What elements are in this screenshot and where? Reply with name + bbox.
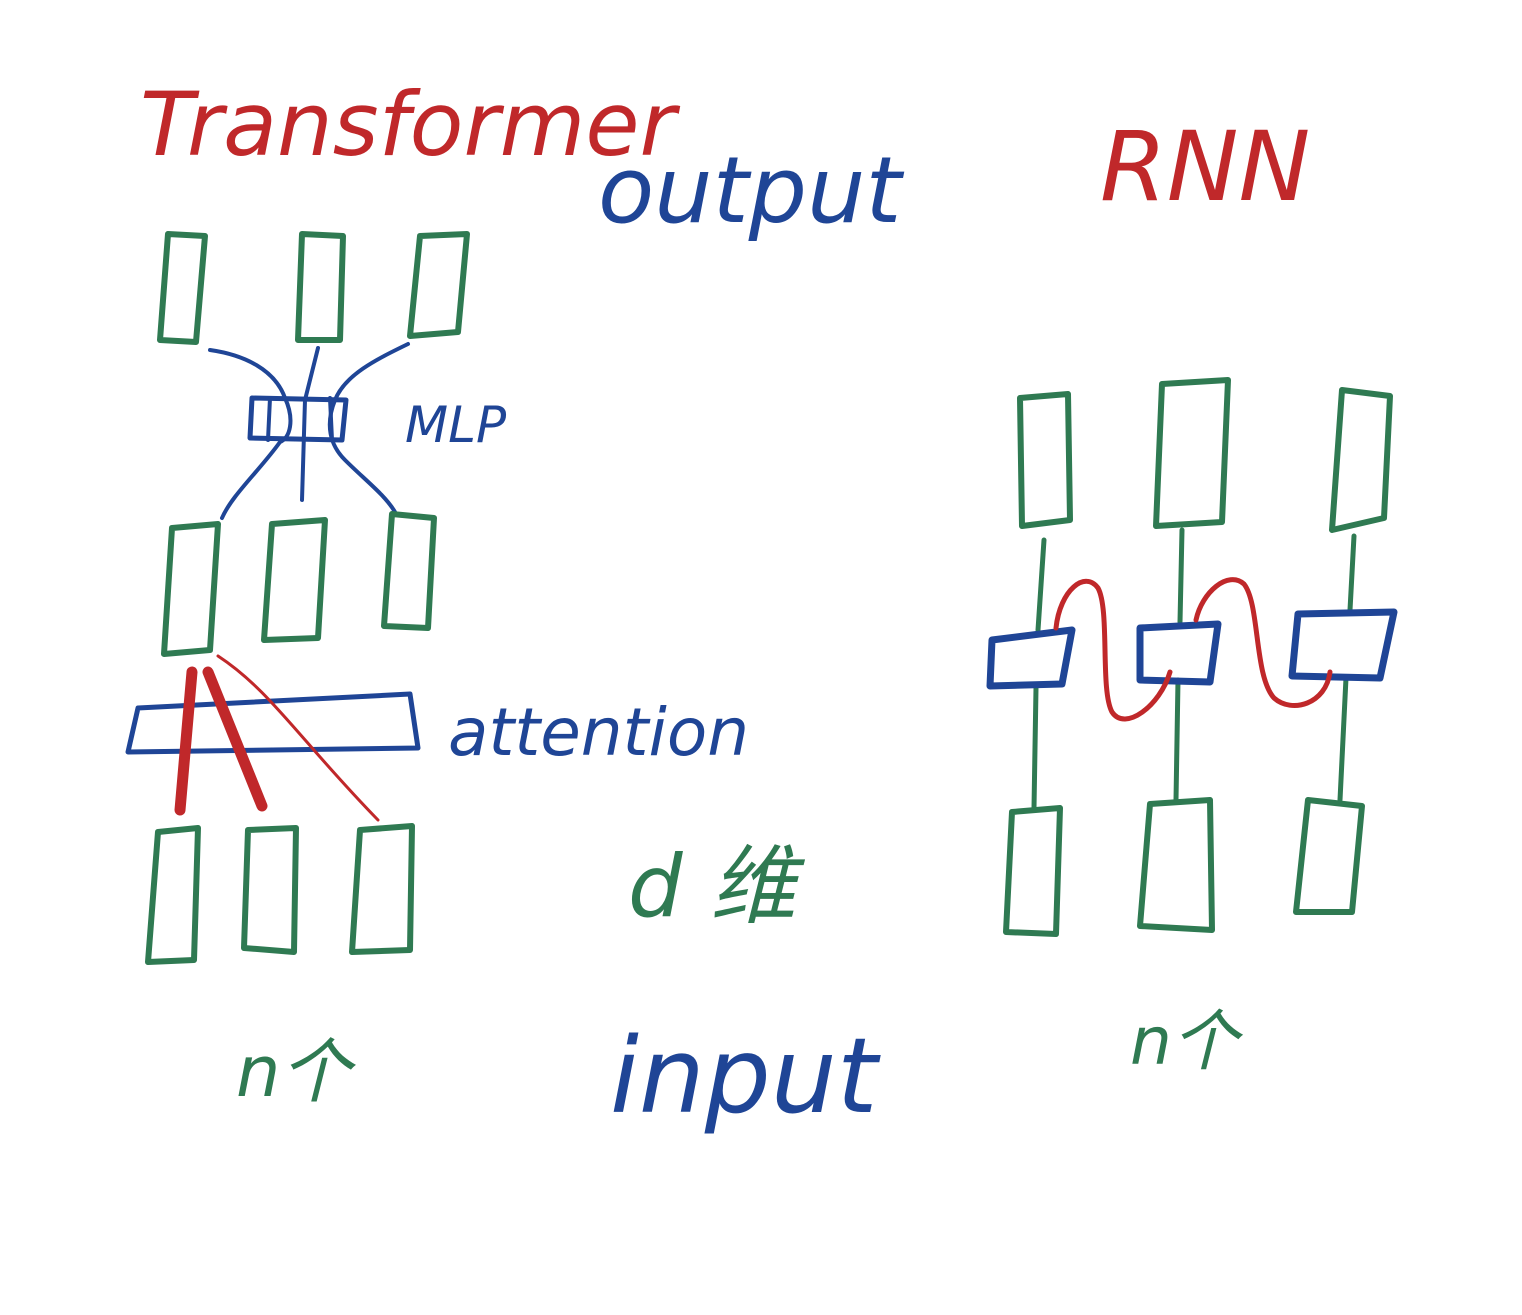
mlp-block: MLP [208, 342, 507, 520]
rnn-hidden-boxes [986, 608, 1398, 690]
transformer-middle-box-1 [161, 521, 221, 657]
transformer-input-box-2 [241, 825, 299, 955]
mlp-wire-left [208, 348, 293, 520]
rnn-output-box-2 [1153, 377, 1231, 529]
mlp-box [247, 395, 349, 443]
transformer-title: Transformer [140, 73, 681, 176]
input-label: input [610, 1015, 881, 1137]
attention-block: attention [125, 654, 749, 822]
rnn-wire-2 [1173, 527, 1185, 803]
transformer-input-box-3 [349, 823, 415, 955]
rnn-hidden-box-3 [1288, 608, 1398, 682]
transformer-output-box-1 [157, 231, 208, 345]
output-label: output [598, 137, 904, 244]
transformer-section: Transformer MLP attentio [125, 73, 749, 1113]
rnn-recurrent-wire-1 [1053, 579, 1173, 722]
rnn-vertical-wires [1031, 527, 1357, 811]
mlp-wire-center [300, 346, 320, 502]
transformer-output-box-3 [407, 231, 470, 339]
center-labels: output d 维 input [598, 137, 904, 1137]
rnn-section: RNN n个 [986, 111, 1398, 1080]
rnn-input-box-2 [1137, 797, 1215, 933]
transformer-input-boxes [145, 823, 415, 965]
rnn-wire-1 [1031, 537, 1047, 811]
transformer-count-label: n个 [236, 1031, 356, 1113]
rnn-output-box-3 [1329, 387, 1393, 533]
mlp-label: MLP [405, 396, 507, 454]
rnn-recurrent-wires [1053, 577, 1333, 722]
rnn-wire-3 [1337, 533, 1357, 803]
transformer-middle-boxes [161, 511, 437, 657]
rnn-hidden-box-1 [986, 626, 1076, 690]
attention-box [125, 691, 421, 755]
rnn-input-box-3 [1293, 797, 1365, 915]
transformer-output-box-2 [295, 231, 346, 343]
rnn-output-boxes [1017, 377, 1393, 533]
transformer-output-boxes [157, 231, 470, 345]
rnn-input-box-1 [1003, 805, 1063, 937]
attention-wire-1 [174, 666, 198, 816]
attention-label: attention [448, 694, 749, 771]
rnn-count-label: n个 [1130, 1003, 1244, 1080]
transformer-middle-box-2 [261, 517, 328, 643]
rnn-title: RNN [1100, 111, 1310, 223]
transformer-middle-box-3 [381, 511, 437, 631]
dimension-label: d 维 [628, 837, 806, 937]
rnn-hidden-box-2 [1136, 620, 1222, 686]
rnn-input-boxes [1003, 797, 1365, 937]
rnn-output-box-1 [1017, 391, 1073, 529]
rnn-recurrent-wire-2 [1193, 577, 1333, 708]
attention-wire-2 [202, 666, 268, 812]
attention-wire-3 [216, 654, 380, 822]
mlp-inner-marks [266, 396, 334, 442]
transformer-input-box-1 [145, 825, 201, 965]
